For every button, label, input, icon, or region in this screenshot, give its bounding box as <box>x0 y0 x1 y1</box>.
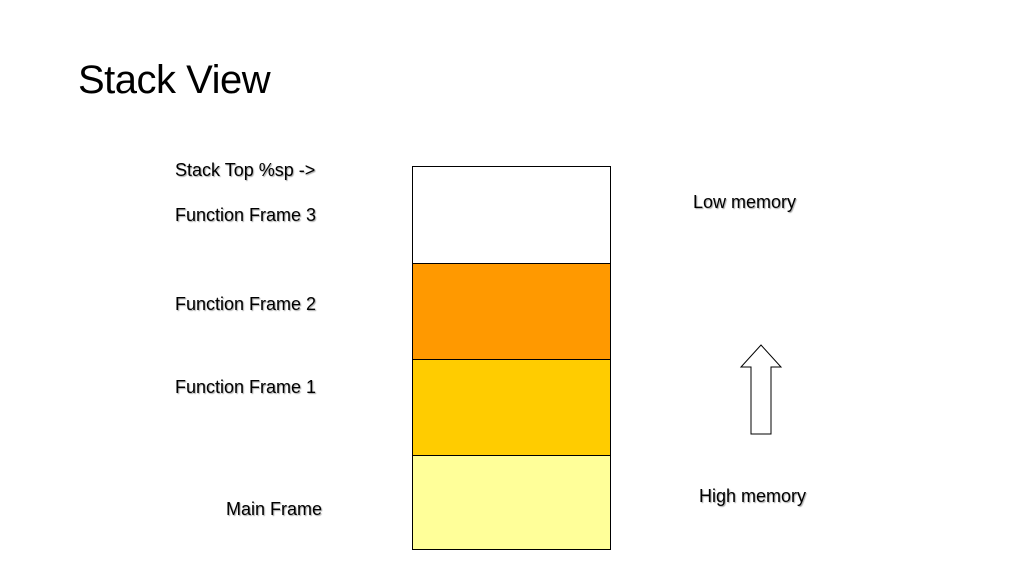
stack-frame-1 <box>413 359 610 455</box>
high-memory-label: High memory <box>699 486 807 506</box>
stack-frame-2 <box>413 263 610 359</box>
frame-1-label: Function Frame 1 <box>175 377 317 397</box>
frame-3-label: Function Frame 3 <box>175 205 317 225</box>
stack-frame-main <box>413 455 610 549</box>
main-frame-label: Main Frame <box>226 499 323 519</box>
stack-top-label: Stack Top %sp -> <box>175 160 316 180</box>
up-arrow-icon <box>739 344 783 435</box>
stack-diagram <box>412 166 611 550</box>
slide-title: Stack View <box>78 58 271 102</box>
low-memory-label: Low memory <box>693 192 797 212</box>
stack-frame-3 <box>413 167 610 263</box>
frame-2-label: Function Frame 2 <box>175 294 317 314</box>
